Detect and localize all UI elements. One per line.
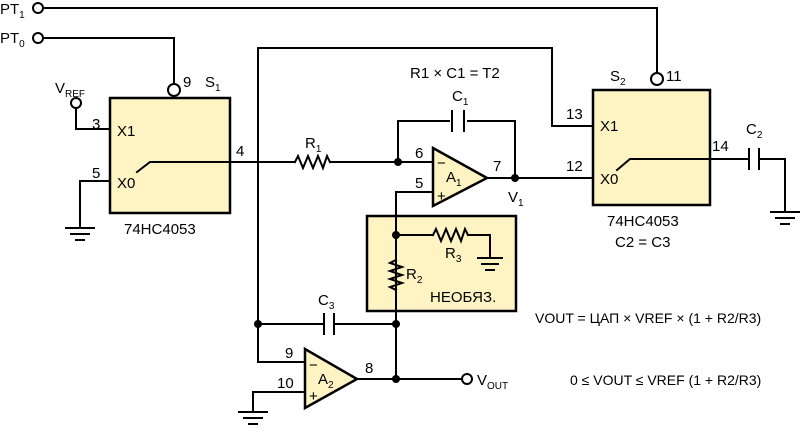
s1-name: S1 (205, 74, 221, 94)
pt1-terminal (32, 2, 44, 14)
s2-x0-port: X0 (600, 171, 618, 188)
s2-ctrl-pin (650, 72, 664, 86)
ground-icon (770, 211, 800, 225)
r2-label: R2 (406, 266, 423, 286)
pt1-label: PT1 (0, 1, 25, 21)
c1-label: C1 (452, 88, 469, 108)
s2-com-pin-number: 14 (712, 138, 729, 155)
a2-inv-pin-number: 9 (285, 345, 293, 362)
r3-label: R3 (445, 245, 462, 265)
vout-label: VOUT (477, 372, 508, 392)
s1-x0-port: X0 (117, 175, 135, 192)
s1-com-pin-number: 4 (236, 143, 244, 160)
s2-x1-pin-number: 13 (566, 106, 583, 123)
s1-chip (108, 96, 232, 215)
a1-noninv-pin-number: 5 (415, 175, 423, 192)
c3-label: C3 (318, 292, 335, 312)
a2-noninv-pin-number: 10 (277, 375, 294, 392)
c2-label: C2 (746, 121, 763, 141)
a1-name: A1 (446, 169, 462, 189)
a2-plus: + (309, 388, 318, 405)
a1-opamp (431, 145, 490, 209)
pt0-terminal (32, 32, 44, 44)
c3-capacitor (323, 313, 335, 335)
s1-x0-pin-number: 5 (92, 165, 100, 182)
s2-part-number: 74HC4053 (607, 213, 679, 230)
a1-minus: − (437, 155, 446, 172)
t2-formula: R1 × C1 = T2 (410, 65, 500, 82)
a1-inv-pin-number: 6 (415, 145, 423, 162)
s1-ctrl-pin-number: 9 (183, 74, 191, 91)
c1-capacitor (451, 110, 465, 132)
r1-label: R1 (305, 135, 322, 155)
optional-label: НЕОБЯЗ. (430, 289, 496, 306)
s2-x1-port: X1 (600, 118, 618, 135)
a2-out-pin-number: 8 (365, 360, 373, 377)
s1-ctrl-pin (167, 83, 181, 97)
ground-icon (65, 227, 95, 241)
s2-x0-pin-number: 12 (566, 158, 583, 175)
vout-terminal (461, 373, 473, 385)
s2-cap-note: C2 = C3 (615, 234, 670, 251)
s1-switch (135, 161, 231, 174)
r1-resistor (293, 153, 332, 171)
s2-switch (615, 158, 711, 172)
ground-icon (477, 257, 503, 271)
ground-icon (238, 411, 268, 425)
s1-x1-port: X1 (117, 123, 135, 140)
s2-ctrl-pin-number: 11 (666, 68, 682, 85)
c2-capacitor (748, 148, 760, 170)
pt0-label: PT0 (0, 30, 25, 50)
a1-out-pin-number: 7 (493, 158, 501, 175)
s1-part-number: 74HC4053 (124, 221, 196, 238)
r2-resistor (386, 258, 406, 292)
vref-terminal (70, 97, 82, 109)
s1-x1-pin-number: 3 (92, 116, 100, 133)
vout-range-equation: 0 ≤ VOUT ≤ VREF (1 + R2/R3) (570, 372, 761, 388)
vref-label: VREF (55, 80, 85, 100)
s2-chip (591, 88, 712, 207)
a2-minus: − (309, 357, 318, 374)
r3-resistor (431, 226, 470, 244)
v1-label: V1 (508, 189, 524, 209)
a2-opamp (303, 346, 360, 411)
s2-name: S2 (610, 68, 626, 88)
vout-equation: VOUT = ЦАП × VREF × (1 + R2/R3) (535, 310, 761, 326)
a1-plus: + (437, 188, 446, 205)
a2-name: A2 (318, 371, 334, 391)
